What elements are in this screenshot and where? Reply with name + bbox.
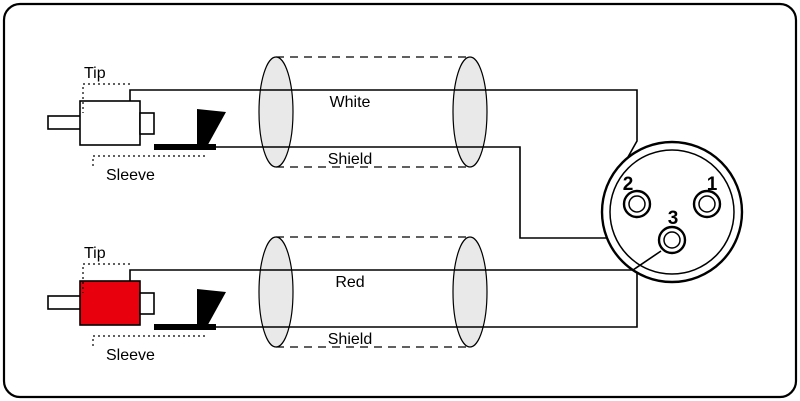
xlr-pin-2-hole <box>628 195 646 213</box>
red-signal-wire <box>129 250 662 281</box>
xlr-pin-3-hole <box>663 231 681 249</box>
top-rca-body <box>79 100 141 146</box>
top-rca-cable-boot <box>197 109 226 150</box>
xlr-connector-outer-circle <box>600 140 744 284</box>
bottom-rca-step <box>139 292 155 315</box>
top-sleeve-label: Sleeve <box>106 167 155 184</box>
top-rca-step <box>139 112 155 135</box>
bottom-rca-cable-boot <box>197 289 226 330</box>
top-cable-signal-label: White <box>330 94 371 111</box>
bottom-cable-right-ellipse <box>452 236 488 348</box>
xlr-pin-3-label: 3 <box>668 208 679 229</box>
bottom-rca-body <box>79 280 141 326</box>
bottom-sleeve-callout-line <box>92 335 205 346</box>
bottom-shield-wire <box>216 273 638 328</box>
top-sleeve-callout-line <box>92 155 205 166</box>
xlr-pin-1-hole <box>698 195 716 213</box>
top-cable-shield-label: Shield <box>328 151 372 168</box>
xlr-pin-1-label: 1 <box>707 174 718 195</box>
top-cable-right-ellipse <box>452 56 488 168</box>
bottom-sleeve-label: Sleeve <box>106 347 155 364</box>
top-tip-label: Tip <box>84 65 106 82</box>
xlr-pin-2-label: 2 <box>623 174 634 195</box>
bottom-cable-shield-label: Shield <box>328 331 372 348</box>
top-cable-left-ellipse <box>258 56 294 168</box>
bottom-cable-left-ellipse <box>258 236 294 348</box>
bottom-rca-tip-pin <box>47 295 83 310</box>
bottom-tip-callout-line <box>82 263 130 293</box>
top-tip-callout-line <box>82 83 130 113</box>
bottom-tip-label: Tip <box>84 245 106 262</box>
top-shield-wire <box>216 146 607 239</box>
bottom-cable-signal-label: Red <box>335 274 364 291</box>
white-signal-wire <box>129 89 638 158</box>
xlr-connector-inner-circle <box>609 149 735 275</box>
top-rca-ground-bar <box>154 144 216 150</box>
top-rca-tip-pin <box>47 115 83 130</box>
bottom-rca-ground-bar <box>154 324 216 330</box>
